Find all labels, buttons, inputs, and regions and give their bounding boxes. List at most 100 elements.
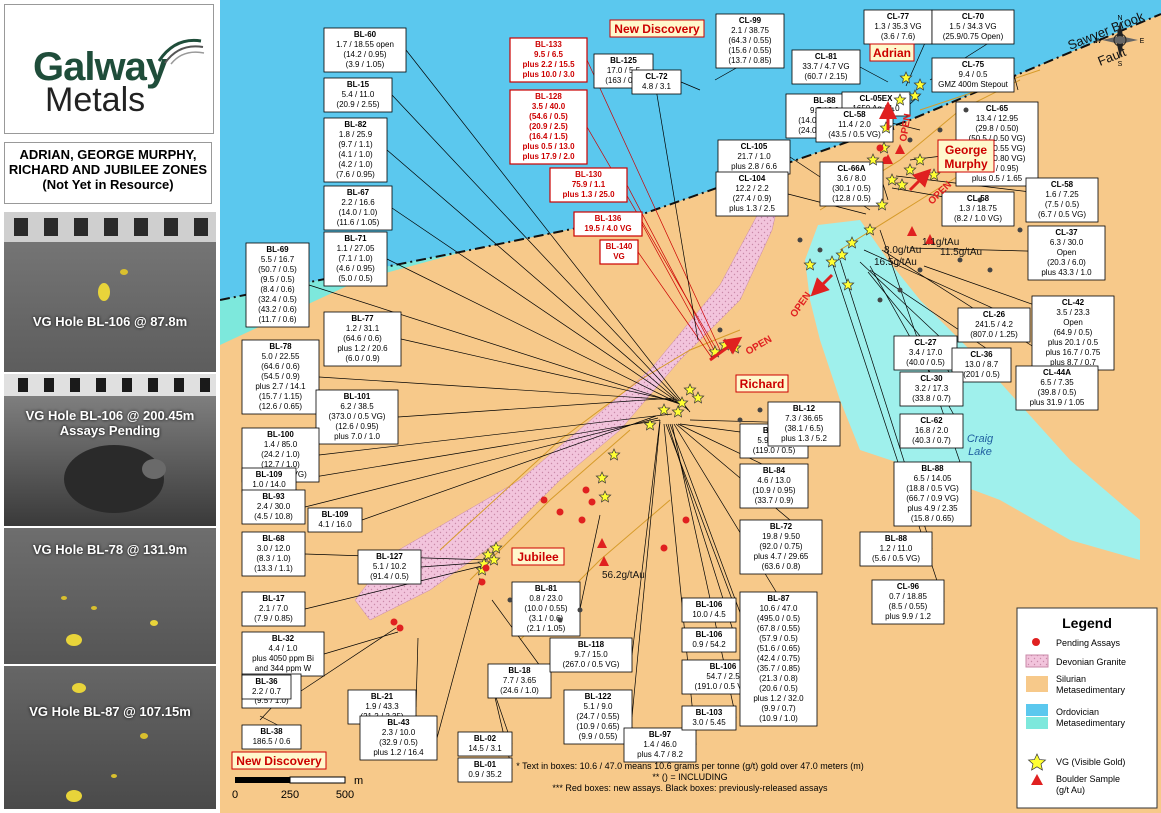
assay-box-frame <box>899 413 964 449</box>
assay-box-title: BL-133 <box>535 40 562 49</box>
assay-box-frame <box>859 531 933 567</box>
boulder-label-2: 11.5g/tAu <box>940 247 982 258</box>
core-photo-1: VG Hole BL-106 @ 87.8m <box>4 212 216 372</box>
assay-box-line: (10.9 / 0.95) <box>752 486 795 495</box>
boulder-label-5: 56.2g/tAu <box>602 570 645 581</box>
assay-box-frame <box>241 531 306 577</box>
richard-label: Richard <box>735 374 789 393</box>
footnote-3: *** Red boxes: new assays. Black boxes: … <box>552 783 828 793</box>
assay-box-line: 54.7 / 2.5 <box>706 672 740 681</box>
assay-box-title: CL-104 <box>739 174 766 183</box>
assay-box-frame <box>457 731 513 757</box>
assay-box-line: (3.1 / 0.6) <box>529 614 564 623</box>
assay-box-title: BL-78 <box>269 342 292 351</box>
drill-collar-icon <box>507 597 513 603</box>
pending-assay-icon <box>588 498 596 506</box>
leader-line <box>579 514 601 610</box>
leader-line <box>652 70 699 341</box>
assay-box-title: BL-71 <box>344 234 367 243</box>
new-discovery-bottom-label: New Discovery <box>231 751 327 770</box>
assay-box-line: 1.5 / 34.3 VG <box>949 22 996 31</box>
core-photo-1-image <box>4 212 216 301</box>
assay-box-title: BL-93 <box>262 492 285 501</box>
assay-box-line: (24.2 / 1.0) <box>261 450 300 459</box>
compass-e: E <box>1140 38 1145 45</box>
assay-box-line: 2.3 / 10.0 <box>382 728 416 737</box>
legend-pending-assays: Pending Assays <box>1056 638 1121 648</box>
zones-title-line-3: (Not Yet in Resource) <box>42 177 174 192</box>
assay-box-title: CL-58 <box>1051 180 1074 189</box>
assay-box: CL-724.8 / 3.1 <box>631 69 682 95</box>
assay-box-line: 1.3 / 35.3 VG <box>874 22 921 31</box>
assay-box-title: BL-84 <box>763 466 786 475</box>
assay-box-line: (11.7 / 0.6) <box>258 315 296 324</box>
assay-box-frame <box>791 49 861 85</box>
leader-line <box>882 183 889 201</box>
assay-box-frame <box>871 579 945 625</box>
legend-silurian: Silurian <box>1056 674 1086 684</box>
assay-box-title: CL-81 <box>815 52 838 61</box>
assay-box-line: (6.7 / 0.5 VG) <box>1038 210 1086 219</box>
photo-2-caption-line-1: VG Hole BL-106 @ 200.45m <box>25 408 195 423</box>
assay-box-frame <box>307 507 363 533</box>
assay-box-title: BL-106 <box>696 630 723 639</box>
logo-swoosh-icon <box>157 38 205 65</box>
leader-line <box>400 338 679 403</box>
visible-gold-star-icon <box>866 153 880 166</box>
open-arrow-richard <box>709 336 743 362</box>
core-photo-4-image <box>66 683 148 802</box>
assay-box-title: CL-70 <box>962 12 985 21</box>
assay-box-line: 2.1 / 38.75 <box>731 26 769 35</box>
assay-box-frame <box>323 27 407 73</box>
assay-box-line: 1.8 / 25.9 <box>339 130 373 139</box>
assay-box: BL-932.4 / 30.0(4.5 / 10.8) <box>241 489 306 525</box>
assay-box-line: (64.3 / 0.55) <box>728 36 771 45</box>
assay-box-title: BL-100 <box>267 430 294 439</box>
core-photo-4: VG Hole BL-87 @ 107.15m <box>4 666 216 809</box>
assay-box-line: (8.4 / 0.6) <box>260 285 295 294</box>
open-arrow-george-murphy <box>908 168 932 192</box>
assay-box-title: CL-72 <box>645 72 668 81</box>
assay-box-line: (67.8 / 0.55) <box>757 624 800 633</box>
ordovician-metasedimentary-blue-area <box>220 0 1161 300</box>
assay-box-line: plus 7.0 / 1.0 <box>334 432 380 441</box>
assay-box: BL-172.1 / 7.0(7.9 / 0.85) <box>241 591 306 627</box>
assay-box-line: (29.8 / 0.50) <box>975 124 1018 133</box>
visible-gold-star-icon <box>607 448 621 461</box>
assay-box-line: 1.4 / 85.0 <box>264 440 298 449</box>
visible-gold-star-icon <box>908 89 922 102</box>
geology-map-canvas: BL-601.7 / 18.55 open(14.2 / 0.95)(3.9 /… <box>220 0 1161 813</box>
assay-box-line: plus 1.2 / 32.0 <box>753 694 804 703</box>
assay-box-line: plus 31.9 / 1.05 <box>1030 398 1085 407</box>
core-photo-3: VG Hole BL-78 @ 131.9m <box>4 528 216 664</box>
assay-box-title: BL-130 <box>575 170 602 179</box>
assay-box-line: (40.3 / 0.7) <box>912 436 951 445</box>
assay-box: BL-187.7 / 3.65(24.6 / 1.0) <box>487 663 552 699</box>
assay-box-line: 3.6 / 8.0 <box>837 174 866 183</box>
assay-box: BL-672.2 / 16.6(14.0 / 1.0)(11.6 / 1.05) <box>323 185 393 231</box>
assay-box-line: (20.9 / 2.55) <box>336 100 379 109</box>
assay-box-line: (6.0 / 0.9) <box>345 354 380 363</box>
assay-boxes: BL-601.7 / 18.55 open(14.2 / 0.95)(3.9 /… <box>241 9 1115 783</box>
logo-word-galway: Galway <box>33 45 168 89</box>
assay-box-line: (15.7 / 1.15) <box>259 392 302 401</box>
assay-box-line: 3.2 / 17.3 <box>915 384 949 393</box>
assay-box-line: (43.2 / 0.6) <box>258 305 297 314</box>
assay-box-line: (32.4 / 0.5) <box>258 295 297 304</box>
assay-box-line: (8.3 / 1.0) <box>256 554 291 563</box>
scale-0: 0 <box>232 789 238 801</box>
leader-line <box>586 59 721 351</box>
assay-box-line: (163 / 0.5) <box>605 76 642 85</box>
assay-box-line: 6.3 / 30.0 <box>1050 238 1084 247</box>
assay-box-line: 1.9 / 43.3 <box>365 702 399 711</box>
assay-box-title: BL-43 <box>387 718 410 727</box>
assay-box-line: (10.0 / 0.55) <box>524 604 567 613</box>
assay-box-line: (66.7 / 0.9 VG) <box>906 494 959 503</box>
assay-box: BL-886.5 / 14.05(18.8 / 0.5 VG)(66.7 / 0… <box>893 461 972 527</box>
